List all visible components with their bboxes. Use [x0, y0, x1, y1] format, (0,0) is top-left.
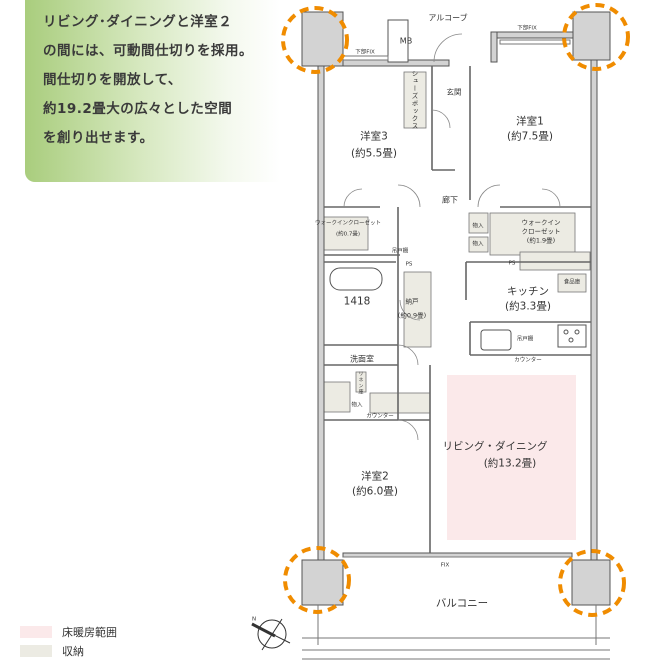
callout-line: の間には、可動間仕切りを採用。 [43, 43, 253, 59]
label-counter-wash: カウンター [366, 413, 394, 420]
label-kitchen-size: (約3.3畳) [505, 300, 551, 313]
callout-line: 約19.2畳大の広々とした空間 [43, 101, 233, 117]
floor-heating-area [447, 375, 576, 540]
label-fix-left: 下部FIX [355, 49, 375, 56]
label-storage: 物入 [472, 241, 484, 248]
callout-line: 間仕切りを開放して、 [43, 72, 182, 88]
label-genkan: 玄関 [446, 87, 462, 97]
label-hanging-cabinet-kitchen: 吊戸棚 [516, 336, 534, 343]
legend-label: 収納 [62, 645, 84, 658]
label-storage: 物入 [472, 223, 484, 230]
legend-storage: 収納 [20, 643, 84, 659]
label-living-size: (約13.2畳) [483, 457, 537, 470]
legend-floor-heating: 床暖房範囲 [20, 624, 117, 640]
feature-callout: リビング･ダイニングと洋室２ の間には、可動間仕切りを採用。 間仕切りを開放して… [25, 0, 280, 182]
label-hallway: 廊下 [442, 195, 458, 205]
callout-line: を創り出せます。 [43, 130, 154, 146]
sink [480, 329, 512, 351]
label-room1: 洋室1 [516, 115, 544, 128]
bathtub [329, 267, 383, 291]
label-ps-left: PS [405, 261, 413, 268]
label-wic-large-size: (約1.9畳) [526, 236, 556, 245]
stove [557, 324, 587, 348]
label-linen: リネン庫 [357, 371, 364, 395]
label-kitchen: キッチン [507, 285, 549, 298]
label-alcove: アルコーブ [428, 13, 468, 23]
label-hanging-cabinet: 吊戸棚 [391, 248, 409, 255]
label-ps-right: PS [508, 260, 516, 267]
label-balcony: バルコニー [435, 597, 489, 610]
legend-swatch [20, 626, 52, 638]
pillar-highlight-circles [281, 3, 630, 617]
label-room3-size: (約5.5畳) [351, 147, 397, 160]
door-swings [343, 33, 561, 441]
compass-north-label: N [251, 616, 257, 623]
label-fix-right: 下部FIX [517, 25, 537, 32]
label-wic-small-size: (約0.7畳) [335, 231, 361, 238]
label-washroom: 洗面室 [350, 354, 374, 364]
label-counter-kitchen: カウンター [514, 357, 542, 364]
label-room3: 洋室3 [360, 130, 388, 143]
label-wic-large: ウォークイン [521, 218, 561, 227]
label-room2: 洋室2 [361, 470, 389, 483]
legend-label: 床暖房範囲 [62, 626, 117, 639]
interior-walls [324, 66, 591, 553]
label-closet-size: (約0.9畳) [397, 311, 427, 320]
label-wic-small: ウォークインクローゼット [314, 220, 382, 227]
label-bath: 1418 [343, 295, 371, 308]
label-storage: 物入 [351, 402, 363, 409]
label-room2-size: (約6.0畳) [352, 485, 398, 498]
label-fix-bottom: FIX [440, 562, 450, 569]
callout-line: リビング･ダイニングと洋室２ [43, 14, 233, 30]
label-wic-large-2: クローゼット [521, 227, 561, 236]
label-shoebox: シューズボックス [410, 70, 418, 130]
label-mb: MB [399, 36, 413, 46]
walls [301, 11, 611, 606]
label-pantry: 食品庫 [563, 279, 581, 286]
storage-areas [322, 71, 591, 414]
legend-swatch [20, 645, 52, 657]
label-room1-size: (約7.5畳) [507, 130, 553, 143]
label-living: リビング・ダイニング [442, 440, 548, 453]
label-closet: 納戸 [405, 297, 419, 306]
north-compass-icon [251, 618, 291, 651]
balcony-rail [302, 605, 610, 660]
